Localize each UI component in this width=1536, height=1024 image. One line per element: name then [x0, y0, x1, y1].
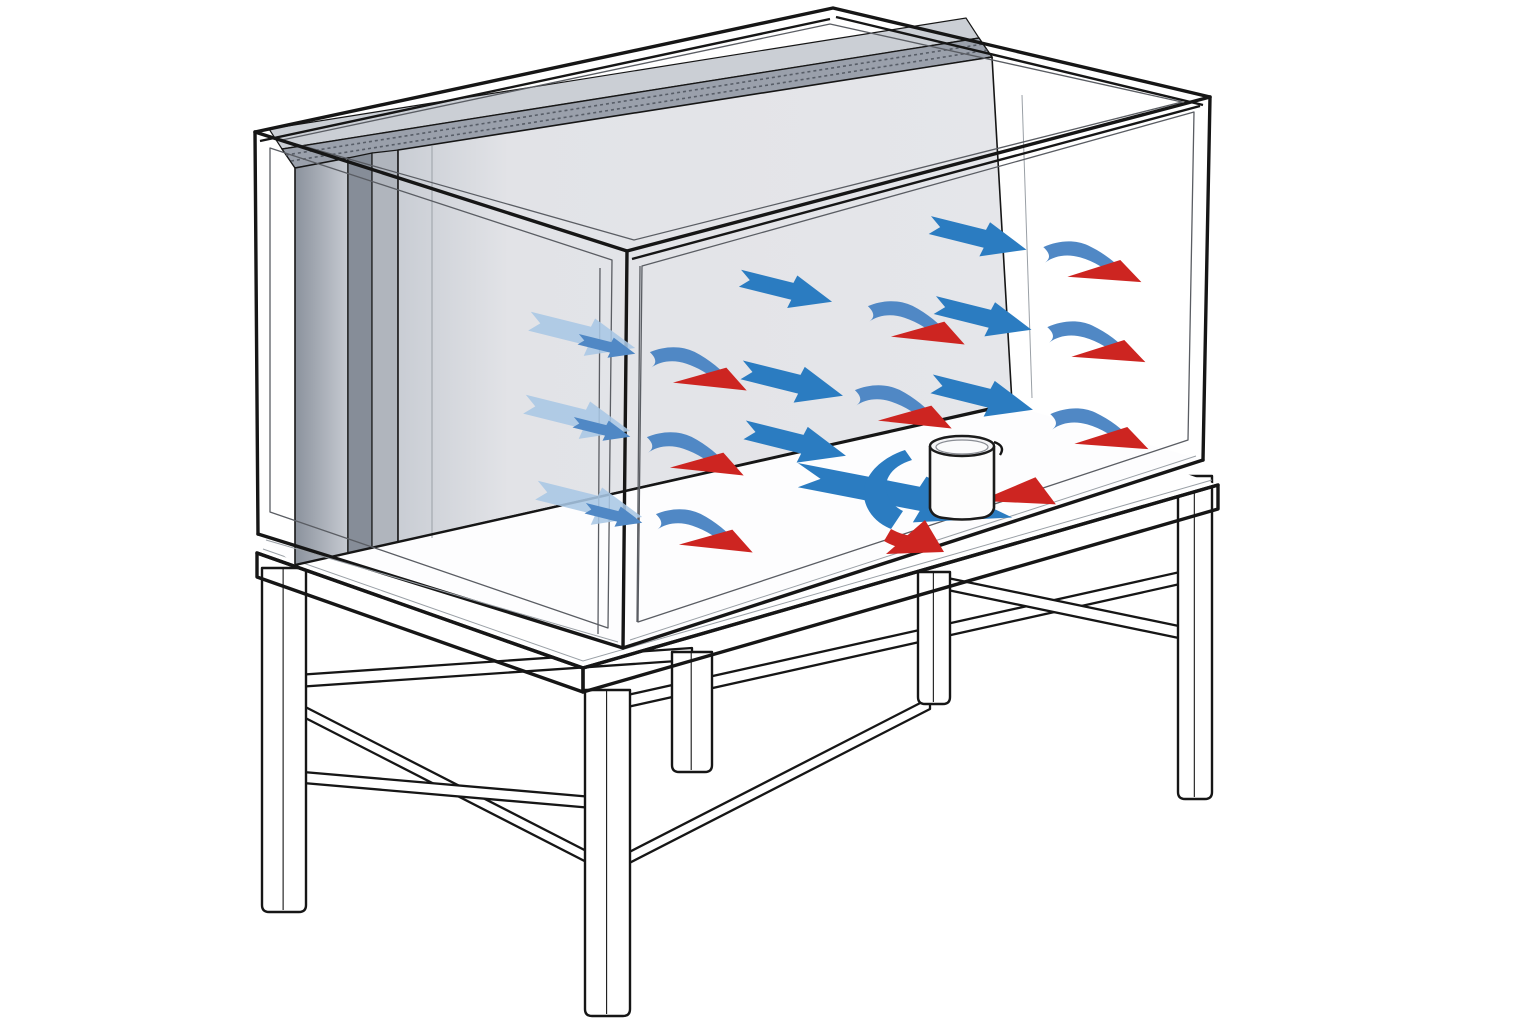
filter-edge-layer-outer: [294, 157, 349, 567]
filter-top-band-stitch-1: [290, 49, 989, 162]
filter-top-band-stitch-2: [285, 43, 984, 156]
glass-left-pane: [269, 147, 613, 629]
filter-edge-layer-mid: [371, 149, 399, 549]
filter-edge-layer-dark: [347, 152, 373, 554]
table-leg: [260, 566, 308, 914]
beaker: [928, 434, 1004, 521]
table-legs: [260, 474, 1214, 1018]
table-leg: [1176, 474, 1214, 801]
eddy-arrow-pair: [1043, 317, 1150, 368]
turbulence-swirl: [863, 450, 944, 554]
hepa-filter-panel: [267, 17, 1033, 567]
beaker-body: [928, 446, 996, 521]
table-leg: [670, 650, 714, 774]
swirl-red-arrowhead: [886, 520, 944, 554]
table-braces: [278, 566, 1200, 879]
enclosure-frame: [253, 6, 1212, 650]
glass-top-pane: [281, 23, 1183, 241]
swirl-blue-band: [863, 450, 912, 529]
brace-diagonal-right: [600, 696, 932, 879]
table-leg: [916, 570, 952, 706]
eddy-arrow-pair: [1039, 237, 1146, 288]
beaker-rim-inner: [935, 439, 989, 455]
beaker-spout: [993, 440, 1004, 456]
filter-bottom-edge: [294, 403, 1011, 567]
glass-right-pane: [637, 111, 1195, 623]
table-leg: [583, 688, 632, 1018]
